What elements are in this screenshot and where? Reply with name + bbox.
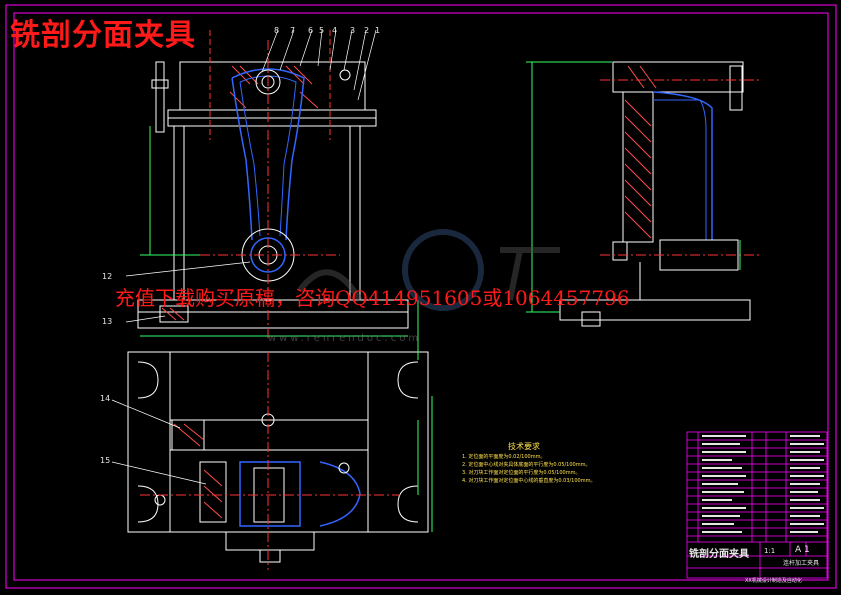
parts-list-cells: [702, 435, 824, 533]
front-view: [125, 29, 409, 340]
drawing-title: 铣剖分面夹具: [10, 18, 196, 53]
tech-note-2: 2. 定位面中心线对夹具体底面的平行度为0.05/100mm。: [462, 462, 591, 468]
balloon-7: 7: [290, 26, 296, 35]
balloon-3: 3: [350, 26, 356, 35]
title-block-sheet: A 1: [795, 545, 810, 555]
side-view: [526, 61, 760, 327]
title-block-name: 铣剖分面夹具: [689, 549, 749, 560]
balloon-4: 4: [332, 26, 338, 35]
balloon-1: 1: [375, 26, 381, 35]
tech-note-1: 1. 定位面的平面度为0.02/100mm。: [462, 454, 546, 460]
title-block-scale: 1:1: [764, 547, 776, 555]
inner-border: [13, 12, 829, 581]
balloon-5: 5: [319, 26, 325, 35]
balloon-12: 12: [102, 272, 113, 281]
balloon-15: 15: [100, 456, 111, 465]
top-view: [111, 300, 433, 570]
promo-banner: 充值下载购买原稿，咨询QQ414951605或1064457796: [115, 286, 630, 310]
balloon-2: 2: [364, 26, 370, 35]
watermark-url: www.renrendoc.com: [268, 333, 422, 344]
balloon-8: 8: [274, 26, 280, 35]
title-block-part: 连杆加工夹具: [783, 560, 820, 567]
tech-note-4: 4. 对刀块工作面对定位面中心线的垂直度为0.03/100mm。: [462, 478, 596, 484]
outer-border: [5, 4, 837, 589]
title-block-school: XX机械设计制造及自动化: [745, 578, 802, 584]
watermark-logo: [297, 229, 560, 311]
balloon-14: 14: [100, 394, 111, 403]
balloon-6: 6: [308, 26, 314, 35]
tech-requirements-title: 技术要求: [508, 442, 540, 451]
parts-list: [686, 431, 828, 579]
balloon-13: 13: [102, 317, 113, 326]
tech-note-3: 3. 对刀块工作面对定位面的平行度为0.05/100mm。: [462, 470, 581, 476]
